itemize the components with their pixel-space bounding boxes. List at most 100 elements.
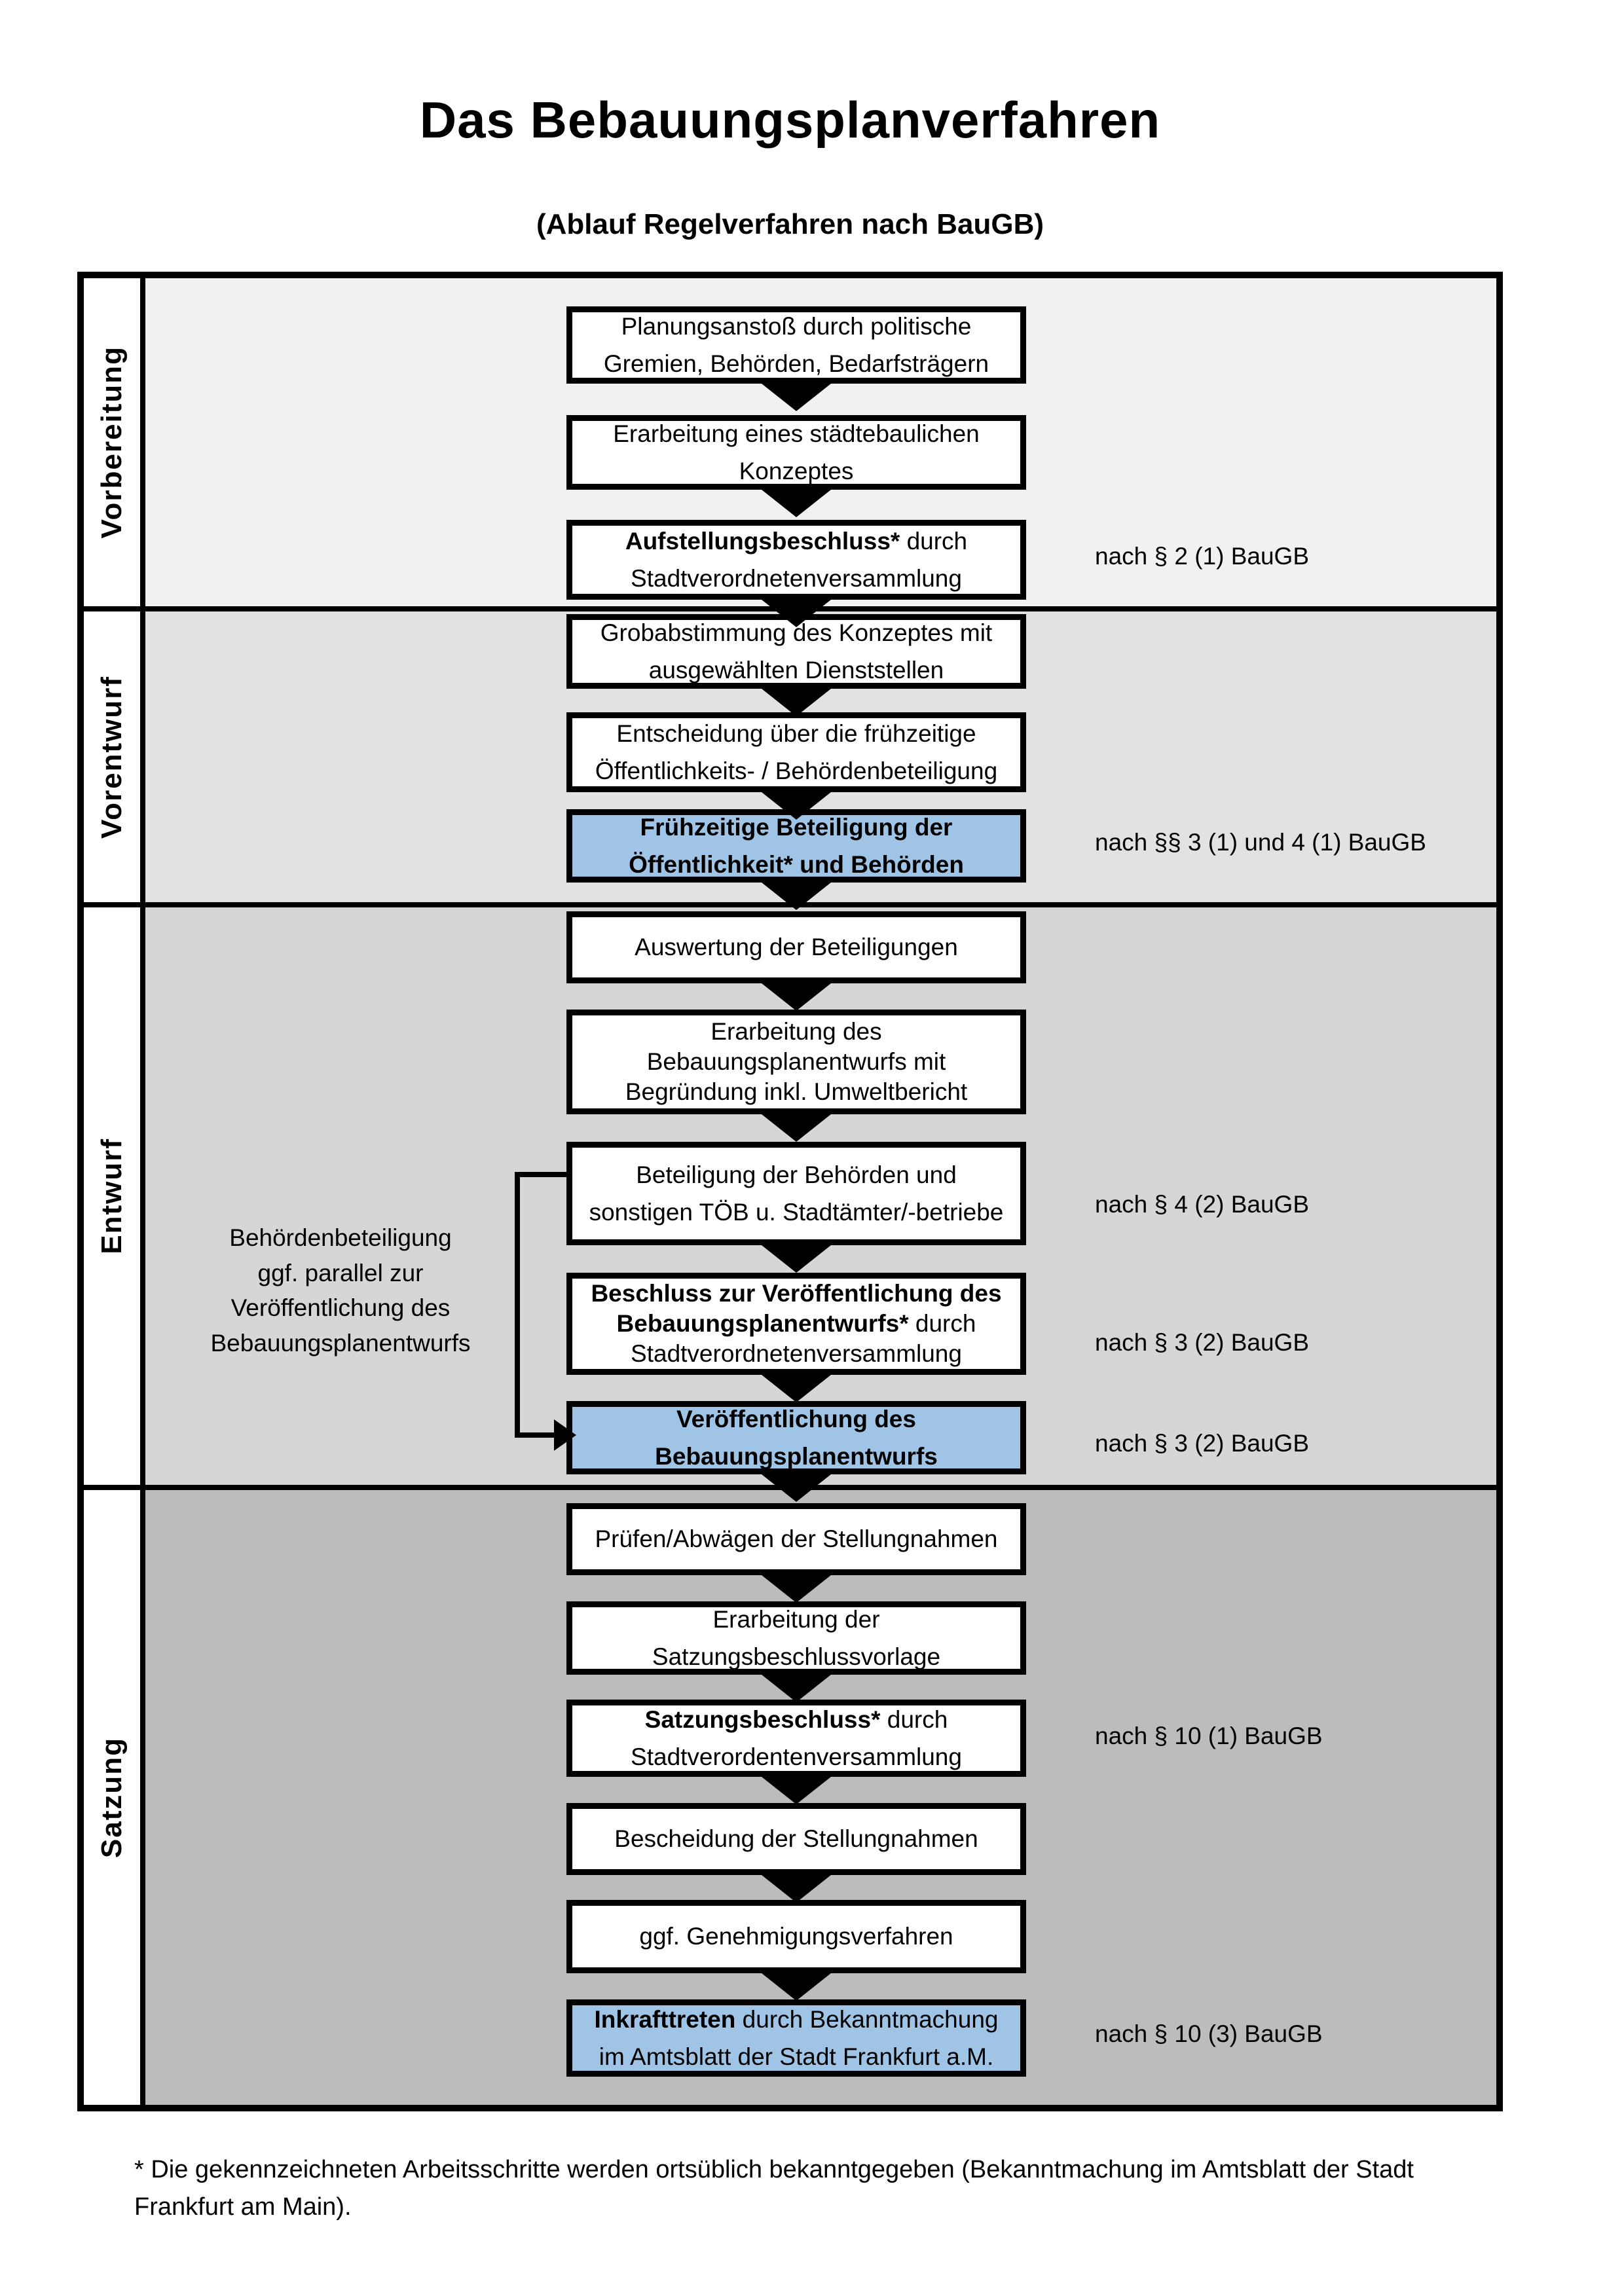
step-box-line: Bescheidung der Stellungnahmen [614, 1820, 978, 1857]
law-reference: nach § 3 (2) BauGB [1095, 1329, 1310, 1356]
flow-arrow-down-icon [758, 1573, 834, 1603]
phase-label-vorbereitung: Vorbereitung [96, 346, 128, 539]
flow-arrow-down-icon [758, 1372, 834, 1402]
flow-arrow-down-icon [758, 1774, 834, 1804]
page-subtitle: (Ablauf Regelverfahren nach BauGB) [536, 208, 1044, 240]
flow-arrow-down-icon [758, 981, 834, 1011]
step-box-auswertung-beteiligungen: Auswertung der Beteiligungen [566, 911, 1026, 983]
step-box-line: Bebauungsplanentwurfs mit [647, 1047, 946, 1077]
step-text-segment: Satzungsbeschluss* [644, 1705, 881, 1733]
parallel-path-note-line: ggf. parallel zur [257, 1259, 424, 1286]
step-text-segment: Stadtverordentenversammlung [631, 1743, 962, 1770]
step-box-line: Auswertung der Beteiligungen [635, 928, 958, 966]
parallel-path-line [515, 1172, 520, 1438]
flow-arrow-down-icon [758, 1971, 834, 2001]
step-text-segment: Beteiligung der Behörden und [636, 1161, 957, 1188]
step-text-segment: Konzeptes [739, 458, 854, 484]
step-text-segment: sonstigen TÖB u. Stadtämter/-betriebe [589, 1199, 1004, 1226]
step-text-segment: Erarbeitung der [712, 1605, 880, 1633]
phase-label-cell-satzung: Satzung [84, 1490, 140, 2105]
step-box-line: Aufstellungsbeschluss* durch [625, 522, 967, 560]
flow-arrow-down-icon [758, 1672, 834, 1702]
phase-label-entwurf: Entwurf [96, 1138, 128, 1254]
step-text-segment: durch [900, 527, 968, 555]
step-box-line: ausgewählten Dienststellen [649, 651, 944, 689]
step-box-line: Stadtverordnetenversammlung [631, 1339, 962, 1369]
step-box-genehmigungsverfahren: ggf. Genehmigungsverfahren [566, 1900, 1026, 1973]
step-box-line: Satzungsbeschlussvorlage [652, 1638, 940, 1675]
parallel-path-note-line: Behördenbeteiligung [229, 1224, 452, 1251]
flow-arrow-down-icon [758, 597, 834, 627]
flow-arrow-down-icon [758, 1872, 834, 1903]
step-box-line: Veröffentlichung des [676, 1400, 916, 1438]
step-text-segment: Entscheidung über die frühzeitige [616, 720, 976, 747]
parallel-path-line [515, 1172, 569, 1177]
step-text-segment: Gremien, Behörden, Bedarfsträgern [603, 350, 989, 377]
step-text-segment: durch [908, 1309, 976, 1337]
step-box-line: Beteiligung der Behörden und [636, 1156, 957, 1194]
step-text-segment: Erarbeitung eines städtebaulichen [613, 420, 980, 447]
phase-label-satzung: Satzung [96, 1736, 128, 1859]
step-box-line: Prüfen/Abwägen der Stellungnahmen [595, 1520, 997, 1558]
law-reference: nach § 10 (3) BauGB [1095, 2020, 1323, 2047]
step-box-line: Öffentlichkeits- / Behördenbeteiligung [595, 752, 997, 790]
step-box-line: Satzungsbeschluss* durch [645, 1701, 948, 1738]
footnote: * Die gekennzeichneten Arbeitsschritte w… [134, 2151, 1532, 2226]
step-text-segment: Bescheidung der Stellungnahmen [614, 1825, 978, 1853]
step-box-line: Stadtverordnetenversammlung [631, 560, 962, 597]
step-box-line: Planungsanstoß durch politische [621, 308, 972, 345]
step-box-line: Gremien, Behörden, Bedarfsträgern [604, 345, 989, 382]
flow-arrow-down-icon [758, 880, 834, 910]
step-box-line: Stadtverordentenversammlung [631, 1738, 962, 1776]
phase-label-vorentwurf: Vorentwurf [96, 675, 128, 839]
flow-arrow-down-icon [758, 790, 834, 820]
step-text-segment: Prüfen/Abwägen der Stellungnahmen [595, 1525, 998, 1553]
phase-label-cell-entwurf: Entwurf [84, 907, 140, 1485]
law-reference: nach § 3 (2) BauGB [1095, 1430, 1310, 1457]
step-box-line: Beschluss zur Veröffentlichung des [591, 1279, 1001, 1309]
flow-arrow-down-icon [758, 381, 834, 411]
step-text-segment: Planungsanstoß durch politische [621, 312, 972, 340]
phase-label-cell-vorbereitung: Vorbereitung [84, 278, 140, 606]
step-text-segment: Stadtverordnetenversammlung [631, 565, 962, 592]
step-box-line: sonstigen TÖB u. Stadtämter/-betriebe [589, 1194, 1004, 1231]
page-title: Das Bebauungsplanverfahren [419, 91, 1161, 149]
step-text-segment: Öffentlichkeit* und Behörden [629, 851, 964, 878]
step-text-segment: Öffentlichkeits- / Behördenbeteiligung [595, 757, 998, 784]
step-box-pruefen-abwaegen-stellungnahmen: Prüfen/Abwägen der Stellungnahmen [566, 1503, 1026, 1575]
step-box-line: Erarbeitung eines städtebaulichen [613, 415, 980, 452]
step-text-segment: Beschluss zur Veröffentlichung des [591, 1279, 1002, 1307]
footnote-line: * Die gekennzeichneten Arbeitsschritte w… [134, 2156, 1414, 2183]
step-box-line: Öffentlichkeit* und Behörden [629, 846, 964, 883]
flow-arrow-down-icon [758, 487, 834, 517]
step-text-segment: Bebauungsplanentwurfs* [616, 1309, 909, 1337]
step-box-line: ggf. Genehmigungsverfahren [639, 1918, 953, 1955]
law-reference: nach § 4 (2) BauGB [1095, 1191, 1310, 1218]
step-box-bescheidung-stellungnahmen: Bescheidung der Stellungnahmen [566, 1803, 1026, 1875]
step-text-segment: Satzungsbeschlussvorlage [652, 1643, 941, 1670]
step-box-line: Begründung inkl. Umweltbericht [625, 1077, 967, 1107]
step-text-segment: Begründung inkl. Umweltbericht [625, 1078, 968, 1106]
phase-label-divider [140, 278, 145, 2105]
step-box-line: Entscheidung über die frühzeitige [616, 715, 976, 752]
law-reference: nach §§ 3 (1) und 4 (1) BauGB [1095, 829, 1426, 856]
step-text-segment: Auswertung der Beteiligungen [635, 934, 958, 961]
law-reference: nach § 10 (1) BauGB [1095, 1722, 1323, 1749]
step-text-segment: ggf. Genehmigungsverfahren [639, 1923, 953, 1950]
footnote-line: Frankfurt am Main). [134, 2193, 352, 2221]
step-text-segment: durch Bekanntmachung [735, 2005, 999, 2033]
step-text-segment: ausgewählten Dienststellen [648, 657, 944, 683]
step-box-line: Erarbeitung des [710, 1017, 881, 1047]
parallel-path-line [515, 1432, 555, 1438]
